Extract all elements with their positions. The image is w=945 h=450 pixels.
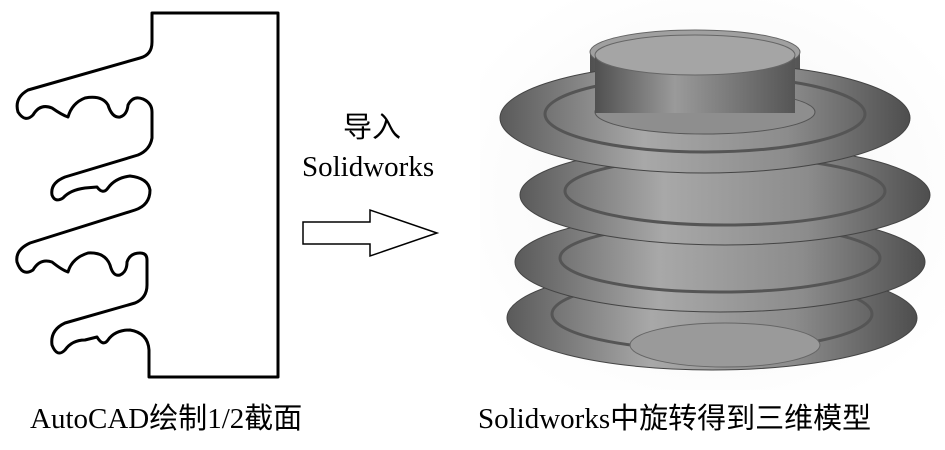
solidworks-label: Solidworks — [302, 151, 435, 183]
3d-worm-model — [480, 0, 945, 390]
caption-left: AutoCAD绘制1/2截面 — [30, 403, 303, 435]
cad-half-section — [15, 11, 280, 379]
import-label: 导入 — [343, 112, 402, 144]
caption-right: Solidworks中旋转得到三维模型 — [478, 403, 872, 435]
import-arrow-icon — [302, 208, 440, 258]
